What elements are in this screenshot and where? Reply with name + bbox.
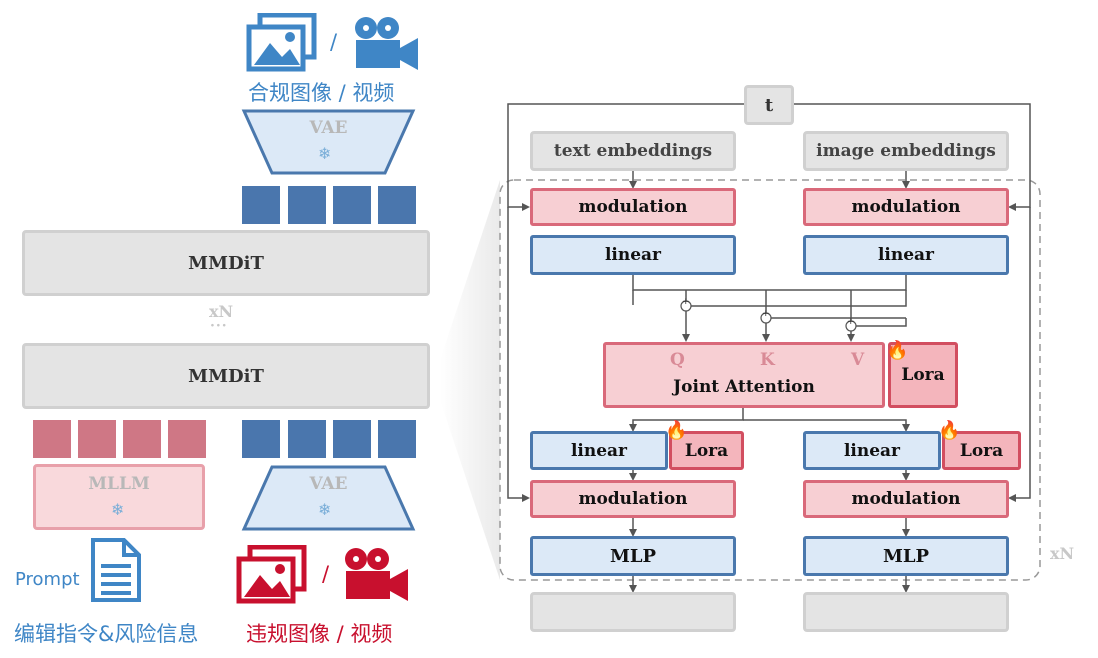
plus-op: + (847, 317, 855, 327)
vae-top-label: VAE (309, 118, 348, 138)
fire-icon: 🔥 (886, 340, 909, 361)
mllm-label: MLLM (88, 474, 150, 494)
modulation-image-top: modulation (803, 188, 1009, 226)
lora-attention: Lora (888, 342, 958, 408)
linear-image-bottom: linear (803, 431, 941, 470)
slash-top: / (330, 30, 338, 54)
text-embeddings-box: text embeddings (530, 131, 736, 171)
lora-text: Lora (669, 431, 744, 470)
fire-icon: 🔥 (665, 420, 688, 441)
snowflake-icon: ❄ (111, 500, 125, 519)
video-camera-icon (342, 545, 412, 603)
latent-token (242, 186, 280, 224)
text-output-box (530, 592, 736, 632)
latent-token (378, 186, 416, 224)
image-embeddings-box: image embeddings (803, 131, 1009, 171)
text-token (168, 420, 206, 458)
text-token (78, 420, 116, 458)
output-label-compliant: 合规图像 / 视频 (248, 81, 395, 105)
mmdit-block-bottom: MMDiT (22, 343, 430, 409)
vae-encoder (241, 464, 416, 532)
image-icon (236, 544, 308, 605)
v-label: V (851, 350, 865, 370)
repeat-label-left: xN (209, 302, 234, 321)
joint-attention-block (603, 342, 885, 408)
mllm-encoder (33, 464, 205, 530)
mlp-image: MLP (803, 536, 1009, 576)
input-label-instruction: 编辑指令&风险信息 (14, 622, 199, 646)
text-token (33, 420, 71, 458)
modulation-text-bottom: modulation (530, 480, 736, 518)
mmdit-block-top: MMDiT (22, 230, 430, 296)
latent-token (333, 186, 371, 224)
linear-image-top: linear (803, 235, 1009, 275)
modulation-text-top: modulation (530, 188, 736, 226)
output-label-violating: 违规图像 / 视频 (246, 622, 393, 646)
plus-op: + (682, 297, 690, 307)
repeat-label-right: xN (1050, 544, 1075, 563)
latent-token (378, 420, 416, 458)
q-label: Q (670, 350, 685, 370)
mlp-text: MLP (530, 536, 736, 576)
linear-text-bottom: linear (530, 431, 668, 470)
vae-bottom-label: VAE (309, 474, 348, 494)
snowflake-icon: ❄ (318, 500, 332, 519)
modulation-image-bottom: modulation (803, 480, 1009, 518)
vae-decoder (241, 108, 416, 176)
snowflake-icon: ❄ (318, 144, 332, 163)
k-label: K (760, 350, 775, 370)
plus-op: + (762, 309, 770, 319)
slash-bottom: / (322, 562, 330, 586)
image-output-box (803, 592, 1009, 632)
latent-token (242, 420, 280, 458)
video-camera-icon (352, 14, 422, 72)
latent-token (288, 186, 326, 224)
image-icon (246, 12, 318, 73)
fire-icon: 🔥 (938, 420, 961, 441)
prompt-label: Prompt (15, 569, 80, 590)
lora-image: Lora (942, 431, 1021, 470)
joint-attention-label: Joint Attention (673, 377, 815, 397)
latent-token (288, 420, 326, 458)
document-icon (90, 537, 142, 603)
linear-text-top: linear (530, 235, 736, 275)
text-token (123, 420, 161, 458)
latent-token (333, 420, 371, 458)
timestep-box: t (744, 85, 794, 125)
repeat-dots: ··· (210, 318, 228, 334)
